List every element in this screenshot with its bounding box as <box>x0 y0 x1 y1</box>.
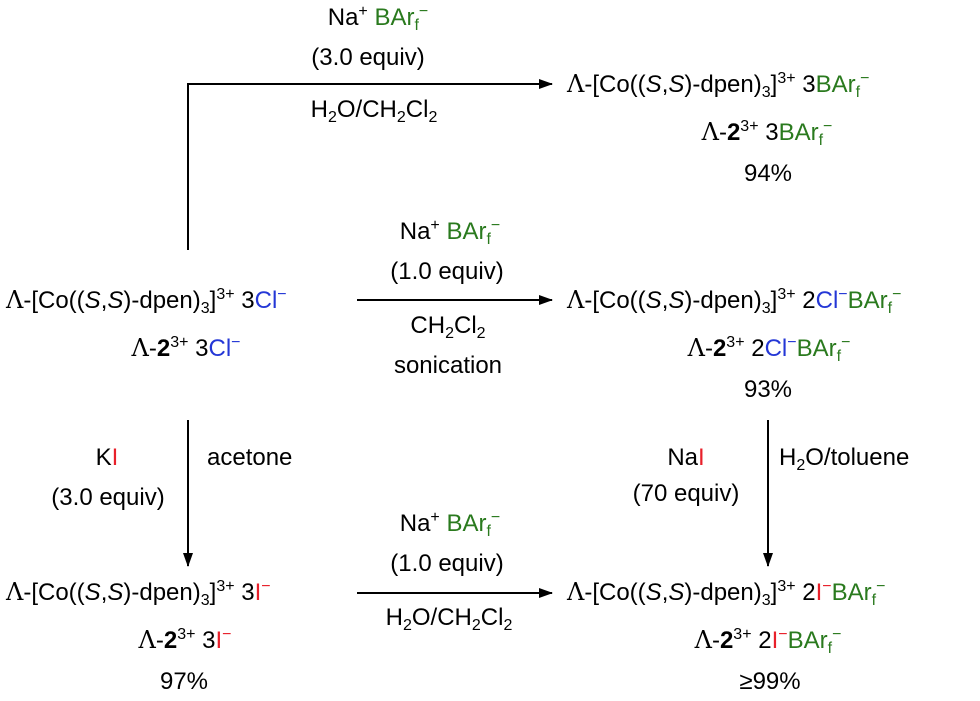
right-reagent: NaI <box>667 444 705 471</box>
left-reagent: KI <box>95 444 119 471</box>
product-middle-formula: Λ-[Co((S,S)-dpen)3]3+ 2Cl−BArf− <box>567 286 902 317</box>
left-equiv: (3.0 equiv) <box>51 484 165 511</box>
top-equiv: (3.0 equiv) <box>311 44 425 71</box>
top-reagent: Na+ BArf− <box>327 3 429 34</box>
product-bottom-right-formula: Λ-[Co((S,S)-dpen)3]3+ 2I−BArf− <box>567 578 886 609</box>
product-bottom-left-formula: Λ-[Co((S,S)-dpen)3]3+ 3I− <box>6 578 271 609</box>
product-bottom-left-label: Λ-23+ 3I− <box>138 626 232 654</box>
bottom-reagent: Na+ BArf− <box>399 509 501 540</box>
middle-reagent: Na+ BArf− <box>399 217 501 248</box>
right-solvent: H2O/toluene <box>779 444 910 474</box>
yield-middle-right: 93% <box>743 376 793 403</box>
product-middle-label: Λ-23+ 2Cl−BArf− <box>687 334 851 365</box>
bottom-solvent: H2O/CH2Cl2 <box>385 604 513 634</box>
middle-sonication: sonication <box>393 352 503 379</box>
bottom-equiv: (1.0 equiv) <box>390 550 504 577</box>
middle-solvent: CH2Cl2 <box>410 312 486 342</box>
yield-top-right: 94% <box>743 160 793 187</box>
product-top-label: Λ-23+ 3BArf− <box>701 118 833 149</box>
start-formula: Λ-[Co((S,S)-dpen)3]3+ 3Cl− <box>6 286 287 317</box>
yield-bottom-left: 97% <box>159 668 209 695</box>
right-equiv: (70 equiv) <box>632 480 740 507</box>
top-solvent: H2O/CH2Cl2 <box>310 96 438 126</box>
top-arrow <box>187 79 553 250</box>
left-solvent: acetone <box>207 444 293 471</box>
yield-bottom-right: ≥99% <box>739 668 801 695</box>
product-bottom-right-label: Λ-23+ 2I−BArf− <box>694 626 842 657</box>
middle-equiv: (1.0 equiv) <box>390 258 504 285</box>
product-top-formula: Λ-[Co((S,S)-dpen)3]3+ 3BArf− <box>567 70 870 101</box>
start-label: Λ-23+ 3Cl− <box>131 334 241 362</box>
